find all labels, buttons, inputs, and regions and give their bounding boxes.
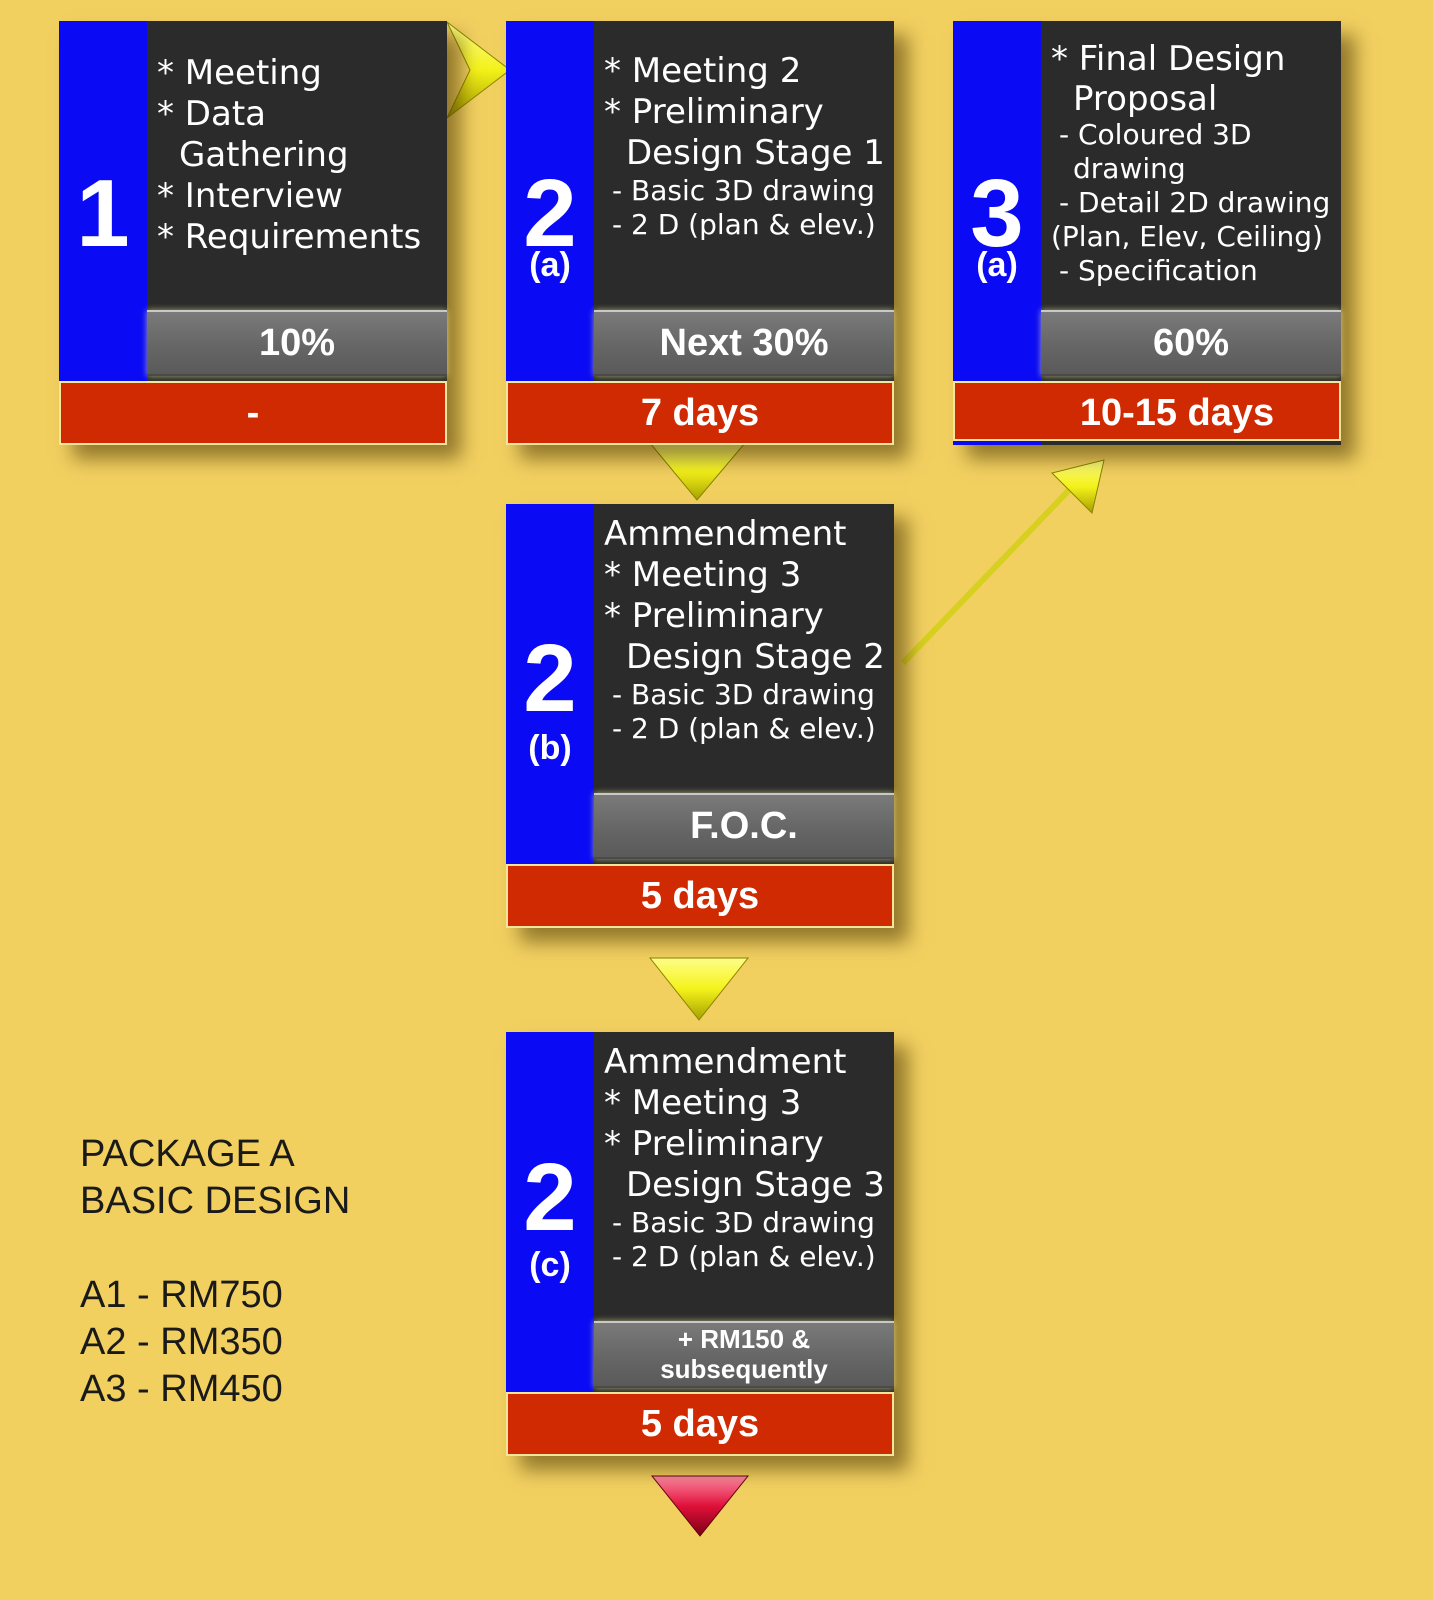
- stage-number: 2: [523, 160, 577, 267]
- stage-description: * Meeting * Data Gathering * Interview *…: [157, 53, 422, 257]
- stage-fee-bar: + RM150 & subsequently: [594, 1321, 894, 1388]
- stage-number-panel: [59, 21, 147, 445]
- stage-fee-bar: 10%: [147, 310, 447, 376]
- package-subtitle: BASIC DESIGN: [80, 1180, 351, 1222]
- stage-3a-card: 3 (a) * Final Design Proposal - Coloured…: [953, 21, 1341, 445]
- stage-fee-bar: 60%: [1041, 310, 1341, 376]
- stage-description: * Meeting 2 * Preliminary Design Stage 1…: [604, 51, 885, 241]
- stage-description: Ammendment * Meeting 3 * Preliminary Des…: [604, 1042, 885, 1273]
- stage-number: 1: [76, 160, 130, 267]
- stage-duration-bar: 7 days: [506, 381, 894, 445]
- stage-number: 3: [970, 160, 1024, 267]
- stage-description: * Final Design Proposal - Coloured 3D dr…: [1051, 39, 1331, 287]
- arrow-diagonal-icon: [1051, 459, 1105, 514]
- stage-duration-bar: 5 days: [506, 1392, 894, 1456]
- stage-sub-label: (c): [529, 1246, 571, 1284]
- stage-1-card: 1 * Meeting * Data Gathering * Interview…: [59, 21, 447, 445]
- stage-2c-card: 2 (c) Ammendment * Meeting 3 * Prelimina…: [506, 1032, 894, 1456]
- stage-duration-bar: -: [59, 381, 447, 445]
- arrow-down-icon: [648, 442, 747, 501]
- stage-number-panel: [953, 21, 1041, 445]
- stage-fee-bar: F.O.C.: [594, 793, 894, 859]
- stage-number-panel: [506, 21, 594, 445]
- stage-duration-bar: 10-15 days: [953, 381, 1341, 441]
- stage-number: 2: [523, 625, 577, 732]
- arrow-down-icon: [648, 957, 750, 1021]
- stage-number-panel: [506, 504, 594, 928]
- stage-duration-bar: 5 days: [506, 864, 894, 928]
- stage-sub-label: (a): [976, 246, 1018, 284]
- package-title: PACKAGE A: [80, 1133, 295, 1175]
- arrow-right-icon: [446, 21, 511, 119]
- package-info: PACKAGE A BASIC DESIGN A1 - RM750 A2 - R…: [80, 1131, 350, 1413]
- stage-number: 2: [523, 1144, 577, 1251]
- stage-fee-bar: Next 30%: [594, 310, 894, 376]
- stage-2a-card: 2 (a) * Meeting 2 * Preliminary Design S…: [506, 21, 894, 445]
- stage-description: Ammendment * Meeting 3 * Preliminary Des…: [604, 514, 885, 745]
- package-price: A1 - RM750: [80, 1274, 283, 1316]
- package-price: A3 - RM450: [80, 1368, 283, 1410]
- end-arrow-icon: [650, 1475, 750, 1537]
- stage-sub-label: (b): [528, 729, 572, 767]
- package-price: A2 - RM350: [80, 1321, 283, 1363]
- stage-number-panel: [506, 1032, 594, 1456]
- stage-sub-label: (a): [529, 246, 571, 284]
- stage-2b-card: 2 (b) Ammendment * Meeting 3 * Prelimina…: [506, 504, 894, 928]
